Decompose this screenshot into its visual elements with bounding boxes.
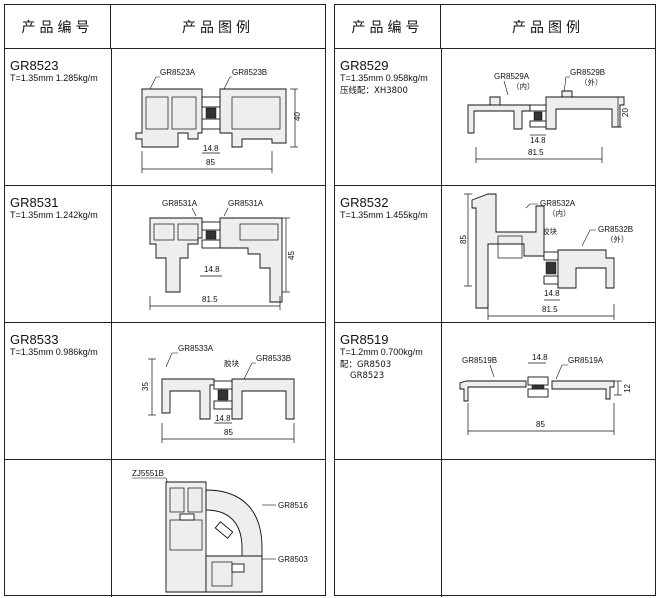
header-product-drawing: 产品图例 (441, 5, 655, 49)
product-row-corner: ZJ5551B GR8516 GR8503 (5, 460, 325, 597)
note-label: 胶块 (224, 358, 239, 368)
profile-drawing: ZJ5551B GR8516 GR8503 (112, 460, 325, 597)
profile-drawing: GR8533A GR8533B 胶块 35 14.8 85 (112, 323, 325, 459)
part-label: GR8519A (568, 356, 604, 365)
dimension-height: 12 (623, 384, 632, 393)
dimension-strip: 14.8 (530, 136, 546, 145)
product-spec: T=1.35mm 0.958kg/m (340, 73, 428, 83)
part-label: ZJ5551B (132, 469, 164, 478)
product-row-gr8532: GR8532 T=1.35mm 1.455kg/m GR8532A （内） 胶块… (335, 186, 655, 323)
dimension-strip: 14.8 (203, 144, 219, 153)
profile-drawing: GR8523A GR8523B 40 (112, 49, 325, 185)
pairing-item: GR8523 (350, 371, 385, 381)
product-row-empty (335, 460, 655, 597)
dimension-width: 85 (224, 428, 233, 437)
left-table: 产品编号 产品图例 GR8523 T=1.35mm 1.285kg/m GR85… (4, 4, 326, 597)
dimension-height: 20 (621, 108, 630, 117)
product-code: GR8523 (10, 58, 59, 73)
part-label: GR8533B (256, 354, 291, 363)
product-code: GR8529 (340, 58, 389, 73)
dimension-height: 40 (293, 112, 302, 121)
dimension-height: 85 (459, 235, 468, 244)
header-product-code: 产品编号 (335, 5, 441, 49)
part-note: （外） (606, 234, 629, 244)
part-label: GR8523A (160, 68, 196, 77)
part-label: GR8529A (494, 72, 530, 81)
part-note: （外） (580, 77, 603, 87)
dimension-width: 81.5 (528, 148, 544, 157)
dimension-width: 81.5 (542, 305, 558, 314)
product-extra-label: 配：GR8503 GR8523 (340, 360, 391, 382)
dimension-height: 35 (141, 382, 150, 391)
dimension-width: 81.5 (202, 295, 218, 304)
product-code: GR8531 (10, 195, 59, 210)
product-code: GR8533 (10, 332, 59, 347)
dimension-width: 85 (536, 420, 545, 429)
product-code: GR8532 (340, 195, 389, 210)
part-note: （内） (512, 81, 535, 91)
product-spec: T=1.35mm 1.242kg/m (10, 210, 98, 220)
part-label: GR8503 (278, 555, 308, 564)
product-spec: T=1.35mm 1.455kg/m (340, 210, 428, 220)
product-row-gr8523: GR8523 T=1.35mm 1.285kg/m GR8523A GR8523… (5, 49, 325, 186)
header-product-drawing: 产品图例 (111, 5, 325, 49)
dimension-width: 85 (206, 158, 215, 167)
product-spec: T=1.35mm 1.285kg/m (10, 73, 98, 83)
product-code: GR8519 (340, 332, 389, 347)
dimension-strip: 14.8 (204, 265, 220, 274)
part-label: GR8532B (598, 225, 633, 234)
product-row-gr8533: GR8533 T=1.35mm 0.986kg/m GR8533A GR8533… (5, 323, 325, 460)
dimension-strip: 14.8 (544, 289, 560, 298)
dimension-height: 45 (287, 251, 296, 260)
profile-drawing: GR8519B GR8519A 14.8 12 85 (442, 323, 655, 459)
product-extra: 压线配：XH3800 (340, 86, 408, 96)
dimension-strip: 14.8 (532, 353, 548, 362)
header-product-code: 产品编号 (5, 5, 111, 49)
part-label: GR8519B (462, 356, 497, 365)
product-row-gr8519: GR8519 T=1.2mm 0.700kg/m 配：GR8503 GR8523… (335, 323, 655, 460)
product-row-gr8531: GR8531 T=1.35mm 1.242kg/m GR8531A GR8531… (5, 186, 325, 323)
note-label: 胶块 (542, 226, 557, 236)
part-label: GR8531A (228, 199, 264, 208)
part-label: GR8533A (178, 344, 214, 353)
pairing-item: GR8503 (357, 360, 392, 370)
pairing-label: 配： (340, 360, 358, 370)
part-label: GR8529B (570, 68, 605, 77)
profile-drawing: GR8532A （内） 胶块 GR8532B （外） 85 14.8 (442, 186, 655, 322)
profile-drawing: GR8529A （内） GR8529B （外） 20 14.8 (442, 49, 655, 185)
right-table: 产品编号 产品图例 GR8529 T=1.35mm 0.958kg/m 压线配：… (334, 4, 656, 597)
product-spec: T=1.2mm 0.700kg/m (340, 347, 423, 357)
part-label: GR8523B (232, 68, 267, 77)
product-spec: T=1.35mm 0.986kg/m (10, 347, 98, 357)
part-label: GR8531A (162, 199, 198, 208)
profile-drawing: GR8531A GR8531A 45 14.8 (112, 186, 325, 322)
part-label: GR8516 (278, 501, 308, 510)
dimension-strip: 14.8 (215, 414, 231, 423)
product-row-gr8529: GR8529 T=1.35mm 0.958kg/m 压线配：XH3800 GR8… (335, 49, 655, 186)
part-note: （内） (548, 208, 571, 218)
part-label: GR8532A (540, 199, 576, 208)
